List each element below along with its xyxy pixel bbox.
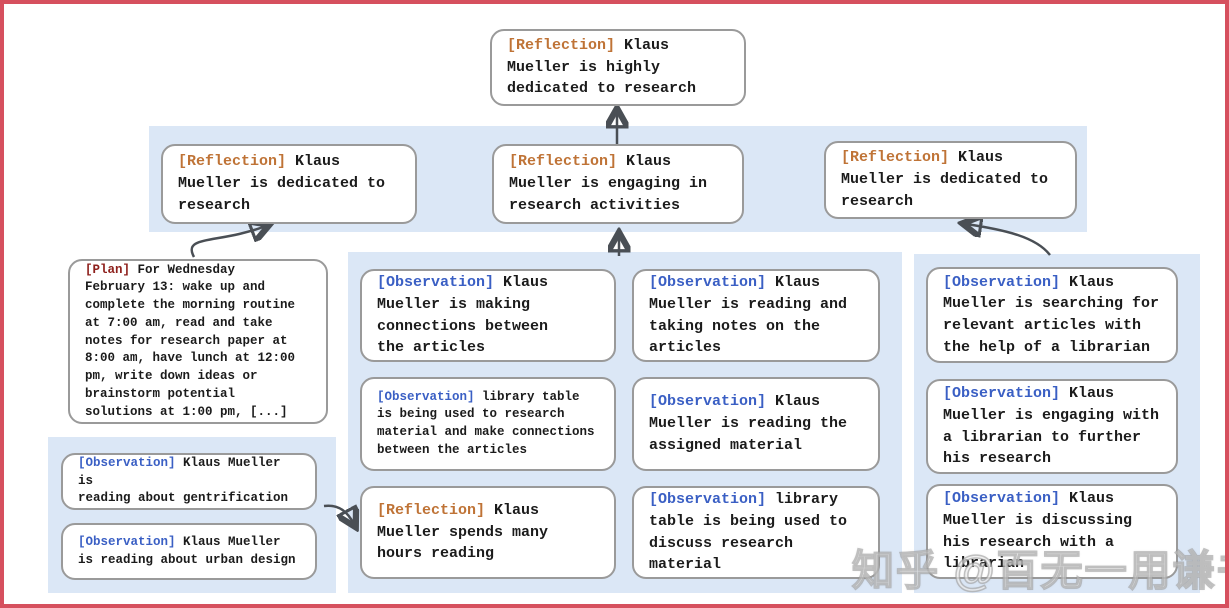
observation-tag: [Observation]	[78, 455, 176, 470]
node-body: Klaus Mueller is reading about urban des…	[78, 534, 296, 567]
node-reflection-right: [Reflection] Klaus Mueller is dedicated …	[824, 141, 1077, 219]
node-reflection-left: [Reflection] Klaus Mueller is dedicated …	[161, 144, 417, 224]
node-text: [Observation] Klaus Mueller is reading a…	[78, 455, 300, 508]
reflection-tag: [Reflection]	[507, 36, 616, 54]
node-body: Klaus Mueller is reading about gentrific…	[78, 455, 289, 506]
observation-tag: [Observation]	[943, 385, 1061, 402]
node-obs-urban-design: [Observation] Klaus Mueller is reading a…	[61, 523, 317, 580]
node-text: [Reflection] Klaus Mueller is engaging i…	[509, 151, 707, 216]
arrow-right-group-to-right-reflection-icon	[966, 224, 1051, 256]
node-body: Klaus Mueller is highly dedicated to res…	[507, 36, 697, 98]
observation-tag: [Observation]	[943, 273, 1061, 291]
node-obs-gentrification: [Observation] Klaus Mueller is reading a…	[61, 453, 317, 510]
node-body: Klaus Mueller is engaging in research ac…	[509, 153, 708, 214]
node-text: [Reflection] Klaus Mueller spends many h…	[377, 500, 548, 565]
node-text: [Reflection] Klaus Mueller is dedicated …	[841, 147, 1048, 212]
node-body: Klaus Mueller is discussing his research…	[943, 490, 1133, 573]
node-obs-assigned-material: [Observation] Klaus Mueller is reading t…	[632, 377, 880, 471]
arrows-layer	[190, 4, 1051, 608]
node-text: [Observation] Klaus Mueller is discussin…	[943, 488, 1132, 575]
reflection-tag: [Reflection]	[377, 501, 486, 519]
observation-tag: [Observation]	[649, 274, 767, 291]
observation-tag: [Observation]	[377, 274, 495, 291]
reflection-tag: [Reflection]	[178, 153, 287, 171]
node-obs-connections: [Observation] Klaus Mueller is making co…	[360, 269, 616, 362]
node-text: [Observation] Klaus Mueller is reading a…	[649, 272, 847, 359]
node-body: Klaus Mueller is reading and taking note…	[649, 274, 848, 357]
node-body: library table is being used to research …	[377, 389, 595, 457]
observation-tag: [Observation]	[943, 490, 1061, 507]
node-text: [Observation] library table is being use…	[649, 489, 863, 576]
node-text: [Reflection] Klaus Mueller is dedicated …	[178, 151, 385, 216]
node-obs-discussing: [Observation] Klaus Mueller is discussin…	[926, 484, 1178, 579]
node-text: [Observation] Klaus Mueller is searching…	[943, 272, 1159, 359]
node-text: [Observation] Klaus Mueller is reading a…	[78, 534, 296, 570]
node-text: [Observation] Klaus Mueller is reading t…	[649, 391, 847, 456]
observation-tag: [Observation]	[78, 534, 176, 549]
node-obs-engaging: [Observation] Klaus Mueller is engaging …	[926, 379, 1178, 474]
node-obs-library-research: [Observation] library table is being use…	[360, 377, 616, 471]
arrow-plan-to-left-reflection-icon	[190, 226, 266, 258]
node-obs-library-discuss: [Observation] library table is being use…	[632, 486, 880, 579]
reflection-tag: [Reflection]	[841, 149, 950, 167]
node-obs-searching: [Observation] Klaus Mueller is searching…	[926, 267, 1178, 363]
node-body: Klaus Mueller is dedicated to research	[178, 153, 386, 214]
node-top-reflection: [Reflection] Klaus Mueller is highly ded…	[490, 29, 746, 106]
reflection-tag: [Reflection]	[509, 153, 618, 171]
zhihu-watermark: 知乎 @百无一用谦书生	[851, 546, 1225, 595]
node-plan: [Plan] For Wednesday February 13: wake u…	[68, 259, 328, 424]
node-body: Klaus Mueller is reading the assigned ma…	[649, 393, 848, 454]
node-text: [Plan] For Wednesday February 13: wake u…	[85, 262, 295, 422]
node-body: Klaus Mueller spends many hours reading	[377, 501, 549, 563]
node-body: Klaus Mueller is engaging with a librari…	[943, 385, 1160, 468]
node-obs-taking-notes: [Observation] Klaus Mueller is reading a…	[632, 269, 880, 362]
observation-tag: [Observation]	[649, 393, 767, 411]
node-text: [Reflection] Klaus Mueller is highly ded…	[507, 35, 696, 100]
node-body: Klaus Mueller is searching for relevant …	[943, 273, 1160, 356]
node-body: For Wednesday February 13: wake up and c…	[85, 262, 296, 419]
node-reflection-hours-reading: [Reflection] Klaus Mueller spends many h…	[360, 486, 616, 579]
observation-tag: [Observation]	[377, 389, 475, 404]
node-body: Klaus Mueller is making connections betw…	[377, 274, 549, 357]
arrow-left-obs-to-hours-reflection-icon	[323, 506, 354, 524]
node-text: [Observation] Klaus Mueller is engaging …	[943, 383, 1159, 470]
node-text: [Observation] Klaus Mueller is making co…	[377, 272, 548, 359]
plan-tag: [Plan]	[85, 262, 131, 277]
observation-tag: [Observation]	[649, 491, 767, 508]
node-reflection-mid: [Reflection] Klaus Mueller is engaging i…	[492, 144, 744, 224]
node-body: Klaus Mueller is dedicated to research	[841, 149, 1049, 210]
node-body: library table is being used to discuss r…	[649, 491, 848, 574]
node-text: [Observation] library table is being use…	[377, 389, 595, 460]
